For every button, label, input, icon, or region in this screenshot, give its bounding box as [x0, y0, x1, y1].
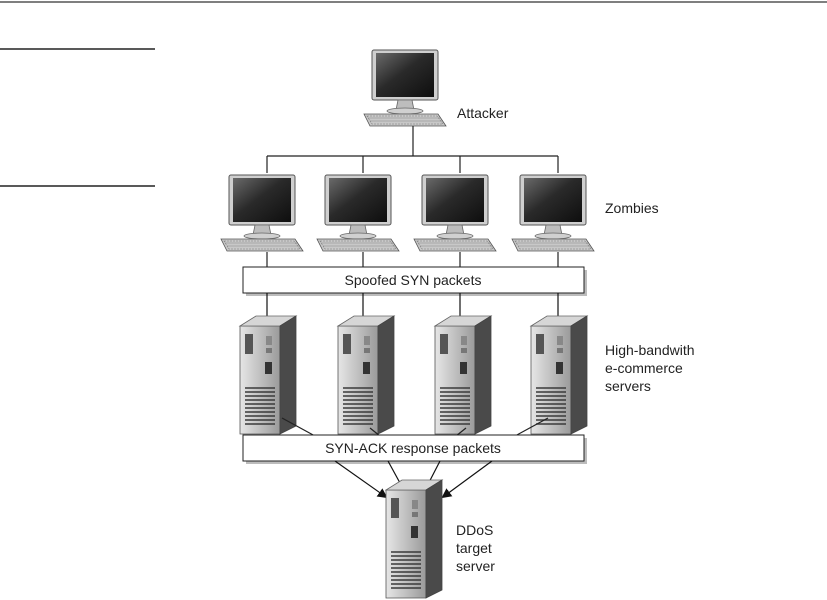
spoofed-syn-packets-box: Spoofed SYN packets	[242, 266, 587, 296]
zombie-connector-lines	[266, 252, 559, 267]
servers-label: High-bandwith e-commerce servers	[605, 342, 698, 394]
target-label-line-3: server	[456, 558, 495, 574]
servers-label-line-1: High-bandwith	[605, 342, 695, 358]
syn-ack-response-packets-box: SYN-ACK response packets	[242, 434, 587, 464]
zombie-computer-icon	[511, 174, 595, 252]
attacker-computer-icon	[363, 49, 447, 127]
spoofed-syn-packets-label: Spoofed SYN packets	[345, 272, 482, 288]
zombie-computer-icon	[413, 174, 497, 252]
ddos-target-server-icon	[385, 479, 443, 599]
ecommerce-server-icon	[337, 315, 395, 435]
servers-label-line-3: servers	[605, 378, 651, 394]
ecommerce-server-icon	[239, 315, 297, 435]
target-label-line-2: target	[456, 540, 492, 556]
target-label-line-1: DDoS	[456, 522, 493, 538]
servers-label-line-2: e-commerce	[605, 360, 683, 376]
ecommerce-server-icon	[530, 315, 588, 435]
syn-ack-response-packets-label: SYN-ACK response packets	[325, 440, 501, 456]
server-connector-lines	[281, 417, 549, 437]
ecommerce-server-icon	[434, 315, 492, 435]
target-label: DDoS target server	[456, 522, 497, 574]
zombie-computer-icon	[220, 174, 304, 252]
attacker-tree-lines	[266, 126, 559, 173]
syn-arrows	[262, 293, 563, 327]
zombies-label: Zombies	[605, 200, 659, 216]
zombie-computer-icon	[316, 174, 400, 252]
attacker-label: Attacker	[457, 105, 509, 121]
